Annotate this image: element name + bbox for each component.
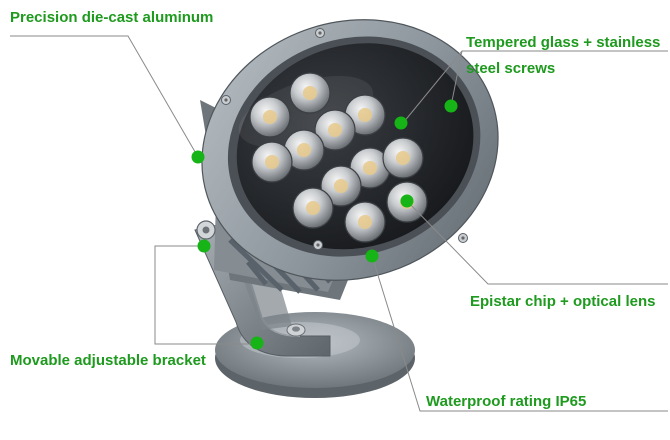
leader-lines (10, 35, 668, 412)
marker-dot-screws (444, 99, 458, 113)
marker-dot-glass (394, 116, 408, 130)
base-screw (286, 323, 306, 337)
pivot-screw (196, 220, 216, 240)
led-lens (292, 187, 334, 229)
led-lens (283, 129, 325, 171)
marker-dots (191, 99, 458, 350)
led-lens (320, 165, 362, 207)
led-lens (251, 141, 293, 183)
label-bracket: Movable adjustable bracket (10, 352, 206, 369)
marker-dot-waterproof (365, 249, 379, 263)
ring-screws (221, 28, 468, 250)
label-housing: Precision die-cast aluminum (10, 9, 214, 26)
label-waterproof: Waterproof rating IP65 (426, 393, 587, 410)
label-glass-line1: Tempered glass + stainless (466, 34, 661, 51)
leader-line-screws (450, 50, 463, 107)
leader-line-chip (406, 200, 668, 285)
led-lens (249, 96, 291, 138)
marker-dot-housing (191, 150, 205, 164)
label-chip: Epistar chip + optical lens (470, 293, 656, 310)
marker-dot-bracket (250, 336, 264, 350)
led-lens (314, 109, 356, 151)
marker-dot-chip (400, 194, 414, 208)
label-glass-line2: steel screws (466, 60, 556, 77)
led-lens (382, 137, 424, 179)
led-lens-array (249, 72, 428, 243)
led-lens (344, 201, 386, 243)
leader-line-housing (10, 35, 199, 158)
leader-line-waterproof (371, 255, 668, 412)
marker-dot-pivot (197, 239, 211, 253)
led-lens (289, 72, 331, 114)
leader-line-bracket (154, 245, 256, 345)
